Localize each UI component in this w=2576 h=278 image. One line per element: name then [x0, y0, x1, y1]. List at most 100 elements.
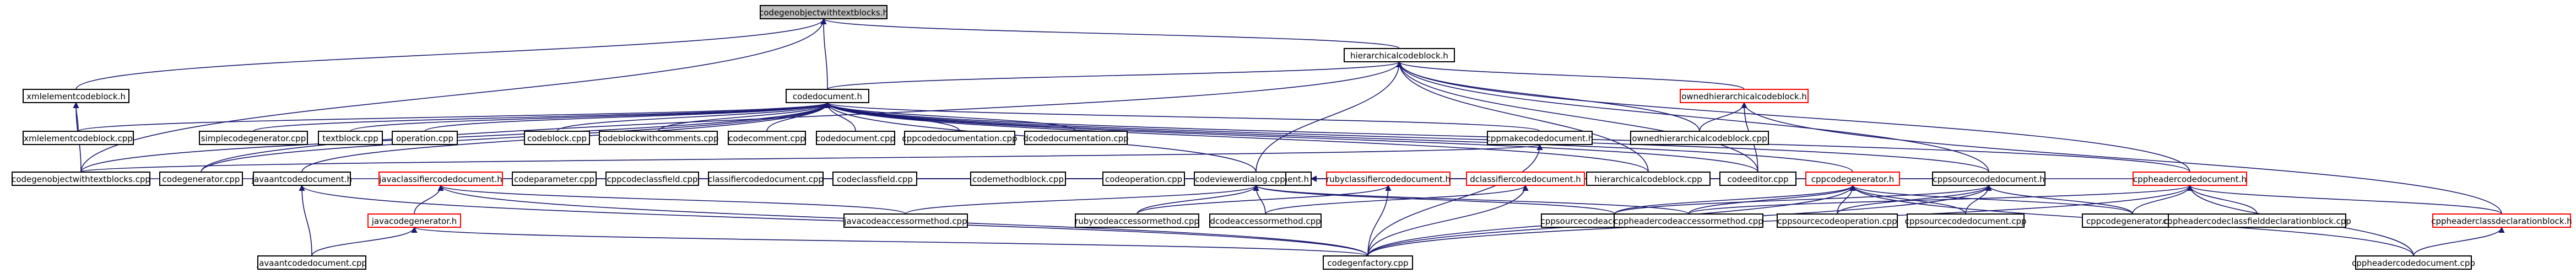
node-cppsourcecodeoperation-cpp[interactable]: cppsourcecodeoperation.cpp	[1777, 213, 1898, 228]
node-label: dclassifiercodedocument.h	[1470, 174, 1581, 184]
node-codeeditor-cpp[interactable]: codeeditor.cpp	[1719, 172, 1796, 186]
edge-n40-to-n33	[1614, 184, 1856, 215]
edge-n17-to-n15	[80, 143, 1543, 173]
node-codegenobjectwithtextblocks-h[interactable]: codegenobjectwithtextblocks.h	[759, 5, 888, 19]
node-box	[1344, 48, 1455, 62]
node-cppheaderclassdeclarationblock-h[interactable]: cppheaderclassdeclarationblock.h	[2431, 213, 2572, 228]
node-cppcodeclassfield-cpp[interactable]: cppcodeclassfield.cpp	[605, 172, 699, 186]
edge-n38-to-n29	[1137, 184, 1392, 215]
node-operation-cpp[interactable]: operation.cpp	[392, 131, 458, 145]
node-javaantcodedocument-cpp[interactable]: javaantcodedocument.cpp	[256, 255, 367, 270]
node-rubyclassifiercodedocument-h[interactable]: rubyclassifiercodedocument.h	[1326, 172, 1451, 186]
node-box	[599, 131, 718, 145]
node-codemethodblock-cpp[interactable]: codemethodblock.cpp	[970, 172, 1066, 186]
node-codecomment-cpp[interactable]: codecomment.cpp	[728, 131, 806, 145]
node-label: classifiercodedocument.cpp	[708, 174, 824, 184]
node-label: cppsourcecodedocument.h	[1933, 174, 2044, 184]
node-label: codegenfactory.cpp	[1327, 258, 1408, 268]
node-codeparameter-cpp[interactable]: codeparameter.cpp	[512, 172, 597, 186]
edge-n7-to-n3	[350, 101, 831, 132]
node-dcodedocumentation-cpp[interactable]: dcodedocumentation.cpp	[1023, 131, 1129, 145]
edge-n41-to-n35	[1688, 184, 2193, 215]
edge-n1-to-n0	[820, 18, 1400, 49]
node-cppcodegenerator-h[interactable]: cppcodegenerator.h	[1805, 172, 1900, 186]
node-codegenobjectwithtextblocks-cpp[interactable]: codegenobjectwithtextblocks.cpp	[12, 172, 150, 186]
node-box	[2432, 213, 2571, 228]
edge-n41-to-n33	[1688, 184, 1856, 215]
node-javacodegenerator-h[interactable]: javacodegenerator.h	[367, 213, 461, 228]
node-box	[159, 172, 243, 186]
node-cppcodedocumentation-cpp[interactable]: cppcodedocumentation.cpp	[902, 131, 1018, 145]
node-rubycodeaccessormethod-cpp[interactable]: rubycodeaccessormethod.cpp	[1075, 213, 1199, 228]
edge-n32-to-n1	[1396, 61, 1758, 173]
node-hierarchicalcodeblock-h[interactable]: hierarchicalcodeblock.h	[1344, 48, 1455, 62]
node-codeblockwithcomments-cpp[interactable]: codeblockwithcomments.cpp	[598, 131, 719, 145]
node-label: cppcodeclassfield.cpp	[607, 174, 697, 184]
node-codegenfactory-cpp[interactable]: codegenfactory.cpp	[1323, 255, 1413, 270]
node-codeclassfield-cpp[interactable]: codeclassfield.cpp	[832, 172, 917, 186]
edge-n2-to-n0	[75, 18, 827, 90]
node-cppheadercodedocument-cpp[interactable]: cppheadercodedocument.cpp	[2352, 255, 2475, 270]
edge-n42-to-n34	[1837, 184, 1992, 215]
node-javaclassifiercodedocument-h[interactable]: javaclassifiercodedocument.h	[378, 172, 503, 186]
node-box	[1907, 213, 2025, 228]
node-codedocument-cpp[interactable]: codedocument.cpp	[816, 131, 895, 145]
edge-n48-to-n36	[412, 226, 1368, 256]
edge-n9-to-n3	[556, 101, 831, 132]
node-box	[23, 131, 134, 145]
node-label: javaantcodedocument.cpp	[256, 258, 367, 268]
edge-n16-to-n4	[1699, 101, 1747, 132]
node-label: codegenerator.cpp	[163, 174, 240, 184]
edge-layer	[73, 18, 2505, 256]
node-ownedhierarchicalcodeblock-cpp[interactable]: ownedhierarchicalcodeblock.cpp	[1630, 131, 1769, 145]
edge-n33-to-n3	[824, 101, 1853, 173]
node-box	[970, 172, 1066, 186]
node-dclassifiercodedocument-h[interactable]: dclassifiercodedocument.h	[1466, 172, 1585, 186]
node-box	[512, 172, 597, 186]
edge-n3-to-n0	[820, 18, 828, 90]
node-label: javacodegenerator.h	[371, 216, 457, 226]
edge-n31-to-n3	[824, 101, 1649, 173]
node-box	[832, 172, 917, 186]
node-cppsourcecodedocument-cpp[interactable]: cppsourcecodedocument.cpp	[1904, 213, 2027, 228]
node-box	[257, 255, 366, 270]
node-xmlelementcodeblock-h[interactable]: xmlelementcodeblock.h	[23, 89, 129, 103]
node-hierarchicalcodeblock-cpp[interactable]: hierarchicalcodeblock.cpp	[1586, 172, 1711, 186]
node-simplecodegenerator-cpp[interactable]: simplecodegenerator.cpp	[199, 131, 308, 145]
node-label: cppheaderclassdeclarationblock.h	[2431, 216, 2572, 226]
node-cppheadercodeaccessormethod-cpp[interactable]: cppheadercodeaccessormethod.cpp	[1614, 213, 1763, 228]
node-codeviewerdialog-cpp[interactable]: codeviewerdialog.cpp	[1194, 172, 1286, 186]
node-label: javacodeaccessormethod.cpp	[843, 216, 967, 226]
edge-n37-to-n25	[905, 184, 1259, 215]
node-codeoperation-cpp[interactable]: codeoperation.cpp	[1102, 172, 1185, 186]
node-box	[1614, 213, 1763, 228]
node-dcodeaccessormethod-cpp[interactable]: dcodeaccessormethod.cpp	[1209, 213, 1322, 228]
node-box	[708, 172, 824, 186]
node-label: dcodedocumentation.cpp	[1023, 133, 1128, 143]
node-codegenerator-cpp[interactable]: codegenerator.cpp	[159, 172, 243, 186]
node-javacodeaccessormethod-cpp[interactable]: javacodeaccessormethod.cpp	[843, 213, 968, 228]
node-cppheadercodeclassfielddeclarationblock-cpp[interactable]: cppheadercodeclassfielddeclarationblock.…	[2163, 213, 2351, 228]
node-box	[378, 172, 503, 186]
node-xmlelementcodeblock-cpp[interactable]: xmlelementcodeblock.cpp	[23, 131, 134, 145]
edge-n15-to-n3	[824, 101, 1540, 132]
edge-n48-to-n19	[299, 184, 1368, 256]
node-cppcodegenerator-cpp[interactable]: cppcodegenerator.cpp	[2082, 213, 2183, 228]
node-box	[1102, 172, 1185, 186]
edge-n17-to-n0	[80, 18, 827, 173]
edge-n44-to-n35	[2132, 184, 2193, 215]
node-label: javaclassifiercodedocument.h	[378, 174, 502, 184]
node-codeblock-cpp[interactable]: codeblock.cpp	[524, 131, 590, 145]
node-label: cppsourcecodedocument.cpp	[1904, 216, 2026, 226]
node-ownedhierarchicalcodeblock-h[interactable]: ownedhierarchicalcodeblock.h	[1680, 89, 1809, 103]
node-codedocument-h[interactable]: codedocument.h	[786, 89, 869, 103]
edge-n5-to-n3	[78, 101, 831, 132]
node-cppsourcecodedocument-h[interactable]: cppsourcecodedocument.h	[1932, 172, 2045, 186]
node-javaantcodedocument-h[interactable]: javaantcodedocument.h	[251, 172, 352, 186]
edge-n41-to-n25	[1253, 184, 1689, 215]
node-cppheadercodedocument-h[interactable]: cppheadercodedocument.h	[2133, 172, 2247, 186]
node-textblock-cpp[interactable]: textblock.cpp	[318, 131, 383, 145]
node-classifiercodedocument-cpp[interactable]: classifiercodedocument.cpp	[708, 172, 824, 186]
node-cppmakecodedocument-h[interactable]: cppmakecodedocument.h	[1486, 131, 1594, 145]
node-box	[728, 131, 806, 145]
